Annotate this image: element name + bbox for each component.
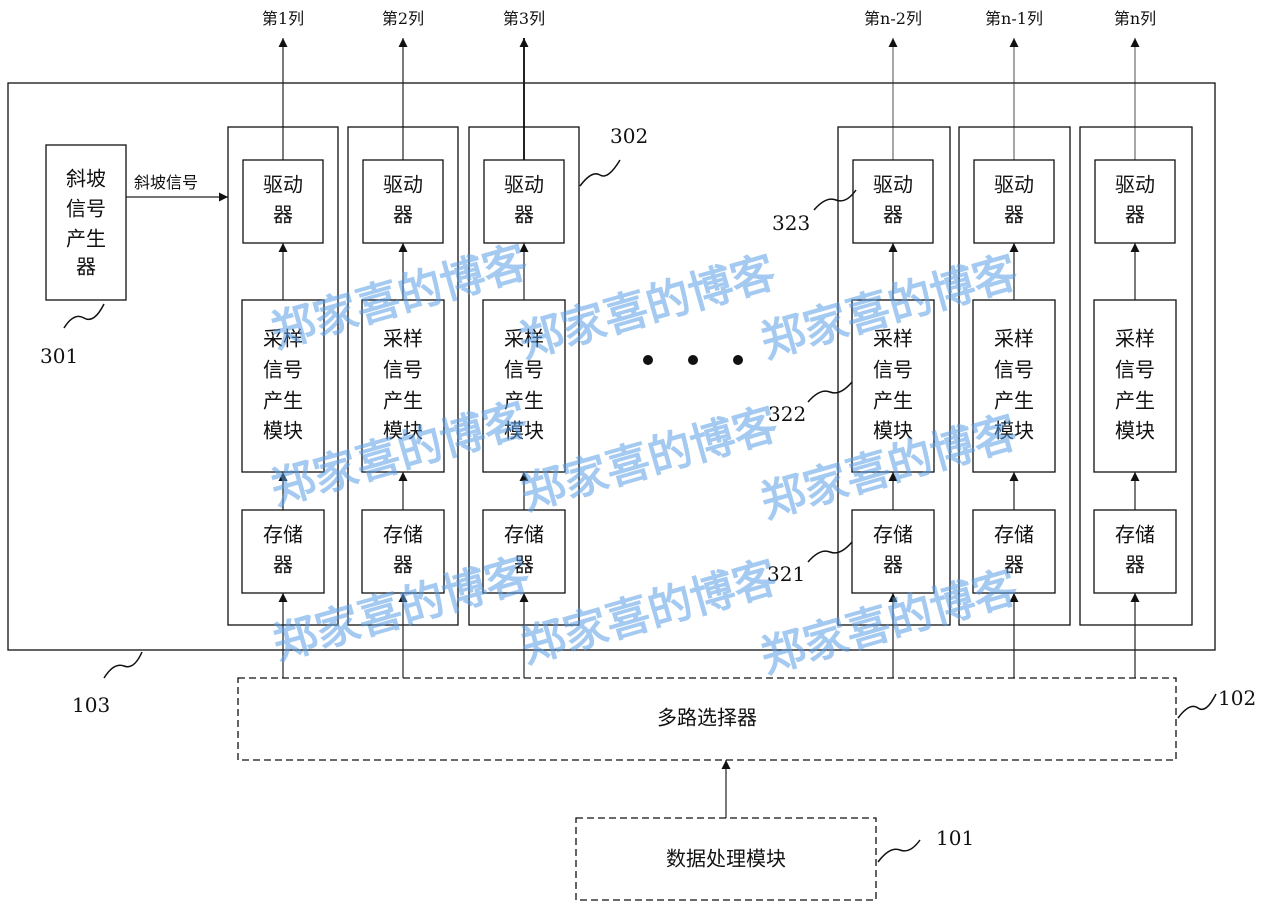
data-processing-label: 数据处理模块	[666, 847, 786, 871]
ref-321: 321	[767, 562, 805, 586]
ellipsis-dot	[688, 355, 698, 365]
sampler-line-1: 采样	[504, 327, 544, 351]
sampler-line-1: 采样	[383, 327, 423, 351]
ramp-generator-line-1: 斜坡	[66, 167, 106, 191]
leader-323	[813, 189, 857, 211]
ref-323: 323	[772, 211, 810, 235]
ellipsis-dot	[733, 355, 743, 365]
sampler-line-2: 信号	[263, 358, 303, 382]
data-processing-box	[575, 817, 877, 901]
sampler-line-1: 采样	[1115, 327, 1155, 351]
sampler-line-2: 信号	[504, 358, 544, 382]
column-label: 第2列	[382, 9, 424, 28]
leader-301	[63, 303, 105, 329]
sampler-line-4: 模块	[504, 419, 544, 443]
sampler-line-1: 采样	[873, 327, 913, 351]
ramp-generator-line-2: 信号	[66, 197, 106, 221]
ref-103: 103	[72, 693, 110, 717]
memory-line-2: 器	[273, 553, 293, 577]
driver-line-1: 驱动	[263, 173, 303, 197]
memory-line-2: 器	[1004, 553, 1024, 577]
ref-301: 301	[40, 344, 78, 368]
ramp-generator-line-4: 器	[76, 255, 96, 279]
sampler-line-3: 产生	[994, 389, 1034, 413]
column-n: 第n列 驱动 器 采样 信号 产生 模块 存储 器	[1079, 9, 1193, 678]
driver-line-2: 器	[393, 203, 413, 227]
memory-line-2: 器	[514, 553, 534, 577]
sampler-line-2: 信号	[1115, 358, 1155, 382]
column-unit-box	[1079, 126, 1193, 626]
driver-line-1: 驱动	[504, 173, 544, 197]
ref-302: 302	[610, 124, 648, 148]
ref-102: 102	[1218, 686, 1256, 710]
ramp-signal-label: 斜坡信号	[134, 173, 198, 192]
sampler-line-3: 产生	[383, 389, 423, 413]
column-label: 第n-2列	[864, 9, 922, 28]
driver-line-2: 器	[1125, 203, 1145, 227]
sampler-line-2: 信号	[994, 358, 1034, 382]
column-label: 第3列	[503, 9, 545, 28]
column-label: 第1列	[262, 9, 304, 28]
sampler-line-3: 产生	[263, 389, 303, 413]
sampler-line-1: 采样	[263, 327, 303, 351]
ramp-generator-line-3: 产生	[66, 227, 106, 251]
column-label: 第n-1列	[985, 9, 1043, 28]
driver-line-1: 驱动	[873, 173, 913, 197]
sampler-line-4: 模块	[994, 419, 1034, 443]
driver-line-2: 器	[1004, 203, 1024, 227]
leader-322	[807, 381, 853, 403]
driver-line-1: 驱动	[383, 173, 423, 197]
sampler-line-2: 信号	[873, 358, 913, 382]
driver-line-2: 器	[273, 203, 293, 227]
leader-321	[807, 541, 853, 563]
leader-302	[579, 159, 621, 187]
memory-line-1: 存储	[994, 523, 1034, 547]
leader-101	[877, 839, 921, 863]
multiplexer-box	[237, 677, 1177, 761]
leader-103	[103, 651, 143, 679]
memory-line-1: 存储	[504, 523, 544, 547]
driver-line-1: 驱动	[1115, 173, 1155, 197]
column-1: 第1列 驱动 器 采样 信号 产生 模块 存储 器	[227, 9, 339, 678]
memory-line-1: 存储	[383, 523, 423, 547]
leader-102	[1177, 693, 1217, 719]
memory-line-1: 存储	[1115, 523, 1155, 547]
sampler-line-4: 模块	[383, 419, 423, 443]
driver-line-2: 器	[883, 203, 903, 227]
memory-line-1: 存储	[873, 523, 913, 547]
ellipsis-dot	[643, 355, 653, 365]
sampler-line-4: 模块	[263, 419, 303, 443]
watermark-text: 郑家喜的博客	[513, 247, 781, 369]
sampler-line-4: 模块	[1115, 419, 1155, 443]
ellipsis-dots	[643, 355, 743, 365]
multiplexer-label: 多路选择器	[657, 706, 757, 730]
memory-line-2: 器	[1125, 553, 1145, 577]
column-unit-box	[837, 126, 951, 626]
sampler-line-3: 产生	[1115, 389, 1155, 413]
sampler-line-4: 模块	[873, 419, 913, 443]
memory-line-2: 器	[883, 553, 903, 577]
sampler-line-3: 产生	[873, 389, 913, 413]
sampler-line-2: 信号	[383, 358, 423, 382]
column-label: 第n列	[1114, 9, 1156, 28]
driver-line-1: 驱动	[994, 173, 1034, 197]
ref-322: 322	[768, 402, 806, 426]
memory-line-2: 器	[393, 553, 413, 577]
sampler-line-3: 产生	[504, 389, 544, 413]
ramp-generator-box	[45, 144, 127, 301]
sampler-line-1: 采样	[994, 327, 1034, 351]
driver-line-2: 器	[514, 203, 534, 227]
column-n-minus-1: 第n-1列 驱动 器 采样 信号 产生 模块 存储 器	[958, 9, 1071, 678]
watermark-layer: 郑家喜的博客 郑家喜的博客 郑家喜的博客 郑家喜的博客 郑家喜的博客 郑家喜的博…	[265, 237, 1023, 684]
watermark-text: 郑家喜的博客	[515, 399, 783, 521]
column-module-frame	[7, 82, 1216, 651]
watermark-text: 郑家喜的博客	[515, 552, 783, 674]
memory-line-1: 存储	[263, 523, 303, 547]
column-2: 第2列 驱动 器 采样 信号 产生 模块 存储 器	[347, 9, 459, 678]
ref-101: 101	[936, 826, 974, 850]
column-n-minus-2: 第n-2列 驱动 器 采样 信号 产生 模块 存储 器	[837, 9, 951, 678]
column-3: 第3列 驱动 器 采样 信号 产生 模块 存储 器	[468, 9, 580, 678]
